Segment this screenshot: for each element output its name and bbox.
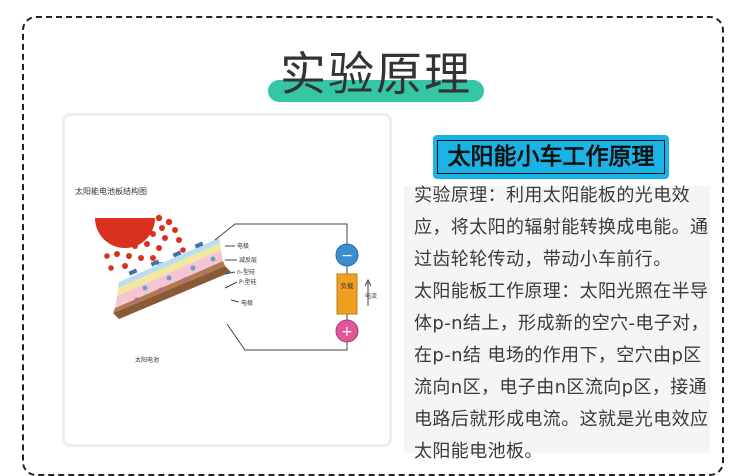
principle-paragraph-1: 实验原理：利用太阳能板的光电效应，将太阳的辐射能转换成电能。通过齿轮轮传动，带动…: [414, 185, 709, 270]
diagram-caption: 太阳能电池板结构图: [75, 186, 147, 196]
section-heading: 太阳能小车工作原理: [437, 140, 665, 174]
principle-paragraph-2: 太阳能板工作原理：太阳光照在半导体p-n结上，形成新的空穴-电子对，在p-n结 …: [414, 281, 710, 462]
load-label: 负载: [341, 281, 355, 290]
minus-terminal-icon: [335, 243, 359, 267]
antireflection-label: 减反层: [239, 256, 257, 264]
plus-sign: +: [341, 324, 353, 340]
electrode-bottom-label: 电极: [241, 299, 253, 307]
panel-layers: [113, 238, 231, 319]
page-title: 实验原理: [268, 44, 484, 106]
title-highlight-bar: [268, 80, 484, 102]
load-box: [336, 273, 358, 315]
solar-cell-label: 太阳电池: [135, 356, 159, 364]
section-heading-badge: 太阳能小车工作原理: [433, 135, 669, 179]
electrode-top-label: 电极: [237, 242, 249, 250]
principle-text: 实验原理：利用太阳能板的光电效应，将太阳的辐射能转换成电能。通过齿轮轮传动，带动…: [414, 180, 712, 468]
p-silicon-label: P-型硅: [239, 278, 257, 286]
current-label: 电流: [365, 292, 377, 300]
sunlight-particles: [104, 214, 186, 271]
text-panel-background: [404, 186, 710, 453]
plus-terminal-icon: [335, 319, 359, 343]
circuit-wires: [214, 223, 372, 351]
diagram-svg: 太阳能电池板结构图 阳光: [75, 186, 377, 364]
minus-sign: −: [341, 248, 353, 264]
solar-cell-diagram: 太阳能电池板结构图 阳光: [62, 113, 392, 447]
page-title-text: 实验原理: [280, 47, 472, 101]
n-silicon-label: n-型硅: [237, 268, 255, 276]
